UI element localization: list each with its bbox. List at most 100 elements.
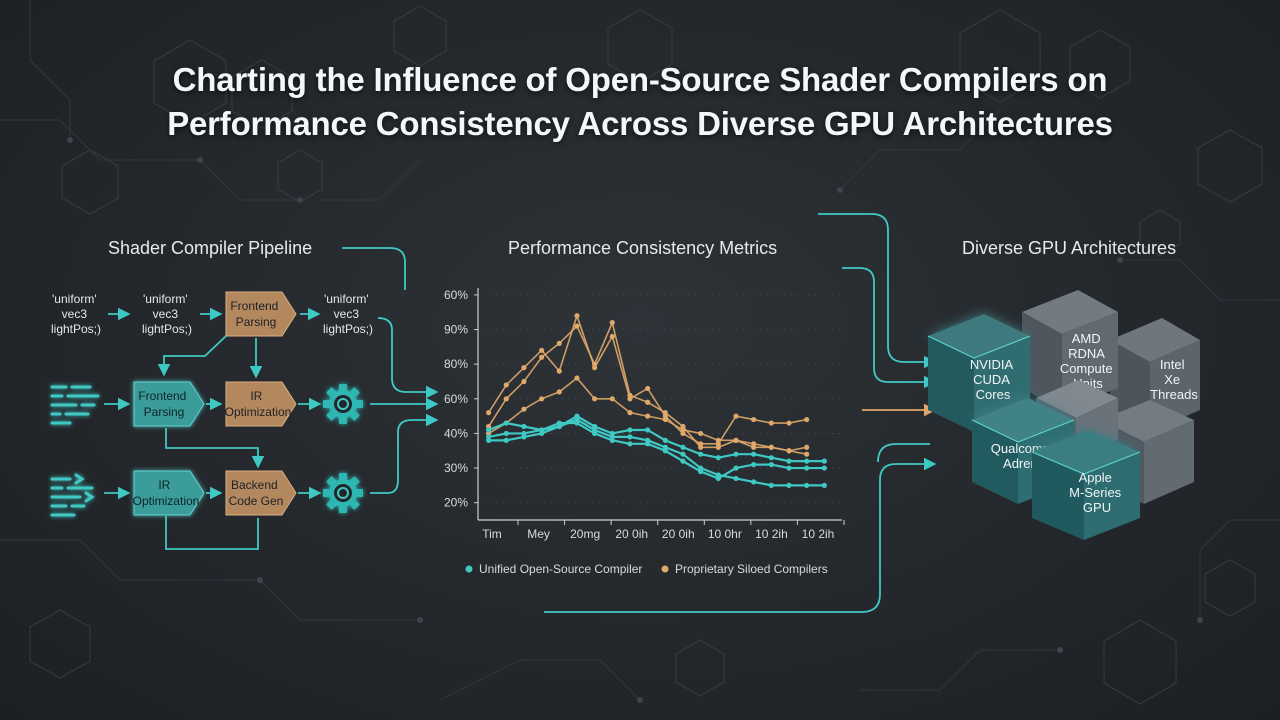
legend-label-open-source: Unified Open-Source Compiler: [479, 562, 642, 576]
stage-label-line-2: Code Gen: [229, 494, 284, 508]
data-point: [680, 427, 686, 433]
data-point: [786, 465, 792, 471]
x-tick-label: 20 0ih: [662, 527, 695, 541]
data-point: [715, 455, 721, 461]
series-layer: [486, 313, 827, 488]
stage-label-line-1: IR: [158, 478, 170, 492]
legend-label-proprietary: Proprietary Siloed Compilers: [675, 562, 828, 576]
y-axis-ticks: 60%90%80%60%40%30%20%: [444, 288, 478, 510]
data-point: [556, 340, 562, 347]
gpu-architecture-cluster: Intel Xe Threads AMD RDNA Compute Units: [927, 290, 1200, 540]
x-tick-label: 10 2ih: [755, 527, 788, 541]
x-tick-label: 20mg: [570, 527, 600, 541]
data-point: [786, 458, 792, 464]
series-proprietary-3: [486, 313, 810, 447]
gpu-cube-apple: Apple M-Series GPU: [1031, 430, 1141, 540]
y-tick-label: 60%: [444, 288, 468, 302]
data-point: [539, 396, 545, 402]
y-tick-label: 20%: [444, 496, 468, 510]
data-point: [486, 434, 492, 440]
gpu-label-line-2: CUDA: [973, 372, 1010, 387]
data-point: [645, 413, 651, 419]
gpu-label-line-3: GPU: [1083, 500, 1111, 515]
stage-label-line-2: Parsing: [144, 405, 185, 419]
data-point: [751, 479, 757, 485]
data-point: [503, 420, 509, 426]
data-point: [627, 410, 633, 416]
chart-grid: [478, 294, 842, 504]
gpu-label-line-2: M-Series: [1069, 485, 1122, 500]
data-point: [698, 430, 704, 437]
data-point: [751, 451, 757, 457]
data-point: [645, 441, 651, 447]
data-point: [733, 451, 739, 457]
code-snippet-1: 'uniform' vec3 lightPos;): [51, 292, 101, 336]
data-point: [804, 458, 810, 464]
gpu-label-line-3: Threads: [1150, 387, 1198, 402]
series-line: [488, 421, 825, 480]
data-point: [768, 461, 774, 468]
code-snippet-1-line-1: 'uniform': [52, 292, 97, 306]
main-title: Charting the Influence of Open-Source Sh…: [0, 58, 1280, 146]
data-point: [715, 475, 721, 482]
gpu-label-line-1: AMD: [1072, 331, 1101, 346]
stage-label-line-2: Optimization: [133, 494, 200, 508]
data-point: [733, 413, 739, 419]
data-point: [645, 399, 651, 405]
x-tick-label: 10 0hr: [708, 527, 742, 541]
data-point: [627, 427, 633, 433]
svg-text:Backend Code Gen: Backend Code Gen: [229, 478, 284, 508]
data-point: [698, 451, 704, 457]
data-point: [556, 389, 562, 395]
data-point: [574, 375, 580, 381]
stage-label-line-2: Optimization: [225, 405, 292, 419]
gear-icon: [323, 384, 363, 424]
gear-icon: [323, 473, 363, 513]
data-point: [821, 482, 827, 488]
series-proprietary-4: [486, 320, 810, 454]
data-point: [521, 378, 527, 385]
y-tick-label: 90%: [444, 323, 468, 337]
stage-frontend-parsing-mid: Frontend Parsing: [133, 381, 205, 427]
data-point: [698, 468, 704, 475]
pipeline-connectors: [104, 247, 439, 550]
stage-label-line-1: Frontend: [230, 299, 278, 313]
source-code-lines-icon: [50, 385, 100, 425]
data-point: [680, 458, 686, 464]
data-point: [698, 444, 704, 450]
data-point: [592, 396, 598, 402]
data-point: [645, 385, 651, 392]
legend-marker-proprietary: [661, 565, 669, 573]
data-point: [804, 444, 810, 450]
data-point: [786, 420, 792, 426]
legend-marker-open-source: [465, 565, 473, 573]
data-point: [768, 482, 774, 488]
data-point: [804, 416, 810, 423]
svg-text:Frontend Parsing: Frontend Parsing: [230, 299, 281, 329]
data-point: [751, 461, 757, 468]
y-tick-label: 80%: [444, 357, 468, 371]
y-tick-label: 30%: [444, 461, 468, 475]
code-snippet-3-line-3: lightPos;): [323, 322, 373, 336]
data-point: [592, 430, 598, 437]
svg-text:Frontend Parsing: Frontend Parsing: [138, 389, 189, 419]
data-point: [733, 475, 739, 482]
data-point: [539, 354, 545, 360]
data-point: [503, 382, 509, 388]
data-point: [592, 423, 598, 430]
code-snippet-2-line-2: vec3: [153, 307, 179, 321]
data-point: [521, 430, 527, 437]
x-tick-label: 10 2ih: [802, 527, 835, 541]
data-point: [521, 365, 527, 371]
data-point: [786, 448, 792, 454]
series-line: [487, 313, 807, 445]
data-point: [768, 420, 774, 426]
chart-to-gpu-connectors: [544, 213, 937, 613]
main-title-line-1: Charting the Influence of Open-Source Sh…: [172, 61, 1108, 98]
stage-label-line-2: Parsing: [236, 315, 277, 329]
code-snippet-1-line-2: vec3: [62, 307, 88, 321]
data-point: [627, 392, 633, 398]
